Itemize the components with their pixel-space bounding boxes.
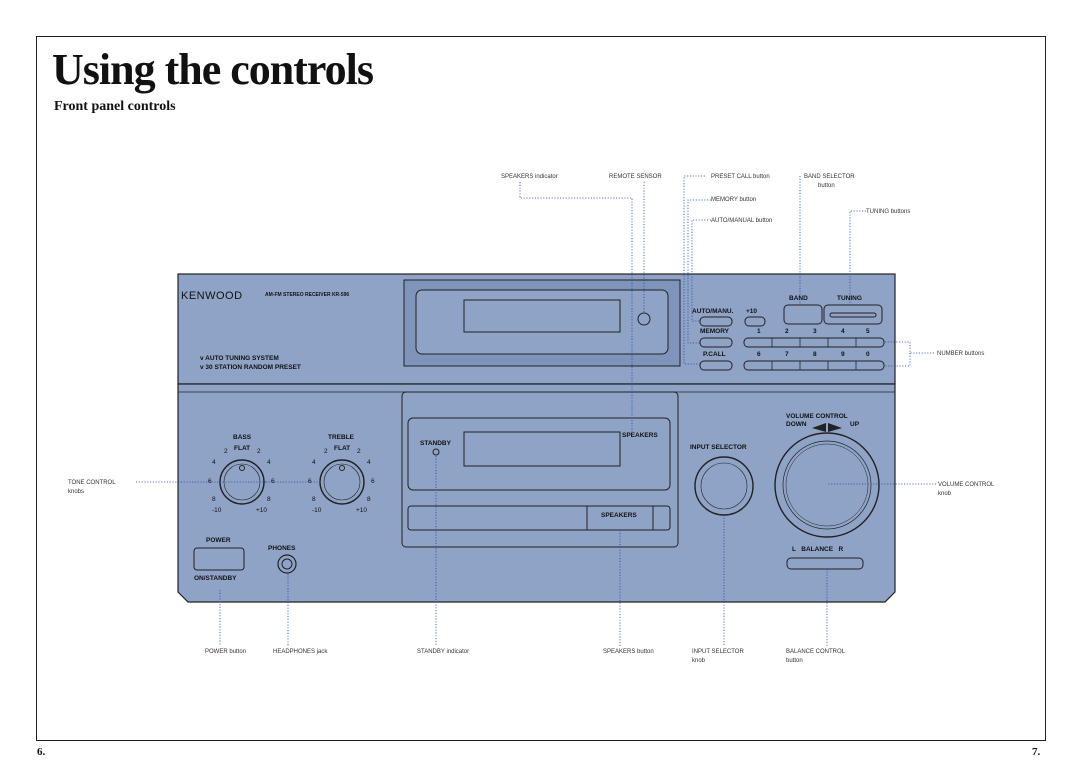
callout-volume-control: VOLUME CONTROL [938,482,995,488]
treble-scale-6l: 6 [308,478,312,485]
balance-label: L BALANCE R [792,546,844,553]
speakers-button-label: SPEAKERS [601,512,637,519]
treble-scale-4r: 4 [367,459,371,466]
feature-auto-tuning: v AUTO TUNING SYSTEM [200,355,279,362]
number-1: 1 [757,328,761,335]
number-3: 3 [813,328,817,335]
display-screen [463,299,621,333]
speakers-indicator-label: SPEAKERS [622,432,658,439]
treble-scale-2r: 2 [357,448,361,455]
treble-flat-label: FLAT [334,445,351,452]
tuning-label: TUNING [837,295,862,302]
power-label: POWER [206,537,231,544]
memory-label: MEMORY [700,328,730,335]
feature-random-preset: v 30 STATION RANDOM PRESET [200,364,301,371]
on-standby-label: ON/STANDBY [194,575,237,582]
callout-memory: MEMORY button [711,197,757,203]
bass-scale-6r: 6 [271,478,275,485]
callout-power: POWER button [205,649,247,655]
callout-speakers-indicator: SPEAKERS indicator [501,174,558,180]
callout-input-selector-2: knob [692,658,706,664]
auto-manual-label: AUTO/MANU. [692,308,734,315]
treble-label: TREBLE [328,434,354,441]
bass-scale-min: -10 [212,507,222,514]
treble-scale-2l: 2 [324,448,328,455]
band-label: BAND [789,295,808,302]
section-title: Front panel controls [54,99,176,114]
bass-scale-8l: 8 [212,496,216,503]
phones-label: PHONES [268,545,296,552]
callout-band-selector: BAND SELECTOR [804,174,855,180]
volume-down-label: DOWN [786,421,807,428]
treble-scale-max: +10 [356,507,368,514]
number-9: 9 [841,351,845,358]
bass-scale-6l: 6 [208,478,212,485]
input-selector-label: INPUT SELECTOR [690,444,747,451]
page-number-left: 6. [37,746,46,758]
callout-input-selector: INPUT SELECTOR [692,649,744,655]
pcall-label: P.CALL [703,351,726,358]
treble-scale-6r: 6 [371,478,375,485]
volume-control-label: VOLUME CONTROL [786,413,848,420]
callout-tone-control: TONE CONTROL [68,480,116,486]
bass-scale-2l: 2 [224,448,228,455]
plus10-label: +10 [746,308,758,315]
bass-flat-label: FLAT [234,445,251,452]
page-number-right: 7. [1032,746,1041,758]
callout-auto-manual: AUTO/MANUAL button [711,218,773,224]
standby-label: STANDBY [420,440,451,447]
bass-scale-8r: 8 [267,496,271,503]
callout-tuning: TUNING buttons [866,209,911,215]
number-6: 6 [757,351,761,358]
treble-scale-min: -10 [312,507,322,514]
treble-scale-8l: 8 [312,496,316,503]
number-0: 0 [866,351,870,358]
bass-scale-4l: 4 [212,459,216,466]
volume-up-label: UP [850,421,860,428]
number-8: 8 [813,351,817,358]
treble-scale-8r: 8 [367,496,371,503]
bass-scale-max: +10 [256,507,268,514]
callout-number: NUMBER buttons [937,351,985,357]
bass-label: BASS [233,434,252,441]
callout-standby: STANDBY indicator [417,649,470,655]
bass-scale-4r: 4 [267,459,271,466]
number-2: 2 [785,328,789,335]
callout-preset-call: PRESET CALL button [711,174,770,180]
callout-remote-sensor: REMOTE SENSOR [609,174,662,180]
number-7: 7 [785,351,789,358]
callout-speakers-button: SPEAKERS button [603,649,654,655]
callout-balance-2: button [786,658,803,664]
brand-logo: KENWOOD [181,290,243,302]
callout-headphones: HEADPHONES jack [273,649,328,655]
model-label: AM-FM STEREO RECEIVER KR-596 [265,292,350,298]
remote-sensor [637,312,651,326]
callout-tone-control-2: knobs [68,489,85,495]
callout-band-selector-2: button [818,183,835,189]
number-4: 4 [841,328,845,335]
page-frame [36,36,1046,740]
number-5: 5 [866,328,870,335]
bass-scale-2r: 2 [257,448,261,455]
callout-balance: BALANCE CONTROL [786,649,846,655]
page-title: Using the controls [52,45,374,94]
callout-volume-control-2: knob [938,491,952,497]
treble-scale-4l: 4 [312,459,316,466]
page-frame-bottom [36,740,1046,741]
